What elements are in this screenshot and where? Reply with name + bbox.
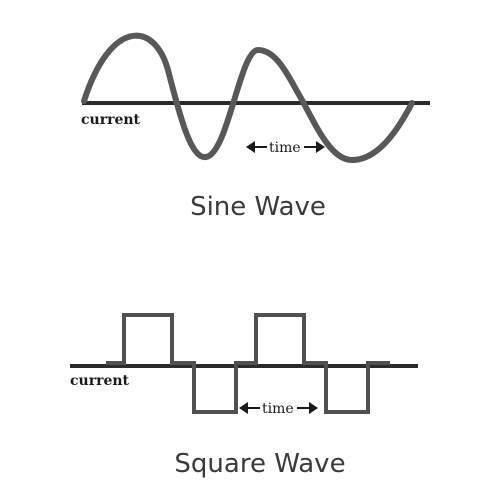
square-time-arrow-left-head (239, 402, 248, 414)
square-time-arrow: time (239, 401, 318, 417)
square-wave-path (106, 313, 390, 414)
square-wave-diagram: current time Square Wave (70, 313, 418, 479)
sine-wave-title: Sine Wave (190, 192, 326, 222)
sine-time-arrow: time (246, 140, 325, 156)
sine-current-label: current (81, 112, 141, 128)
square-time-arrow-right-head (309, 402, 318, 414)
square-current-label: current (70, 373, 130, 389)
sine-time-arrow-right-head (316, 141, 325, 153)
sine-time-label: time (269, 140, 301, 156)
sine-time-arrow-left-head (246, 141, 255, 153)
sine-wave-diagram: current time Sine Wave (81, 32, 430, 222)
square-time-label: time (262, 401, 294, 417)
sine-wave-curve (81, 32, 415, 163)
square-wave-title: Square Wave (174, 449, 345, 479)
